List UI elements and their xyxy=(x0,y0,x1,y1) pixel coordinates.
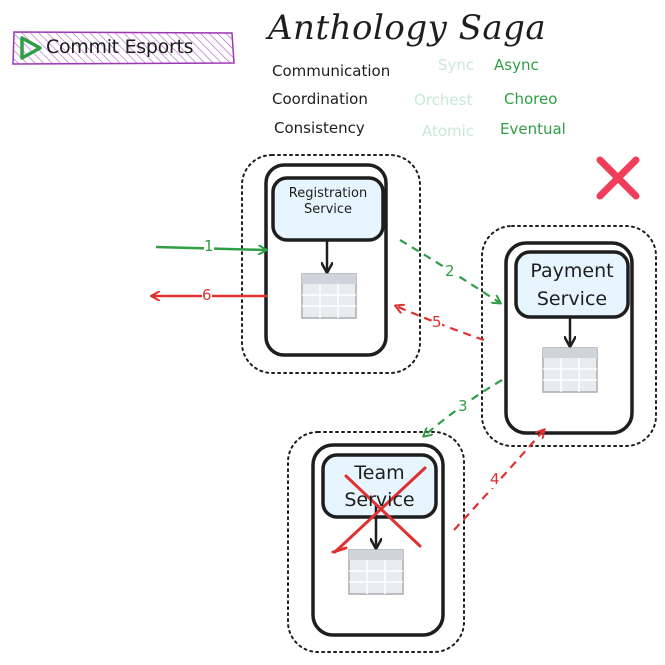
logo-text: Commit Esports xyxy=(46,36,194,58)
service-name-line2: Service xyxy=(303,202,353,218)
arrow-4-label: 4 xyxy=(490,470,500,488)
service-name-line1: Team xyxy=(354,462,405,484)
legend-option-orchest: Orchest xyxy=(414,91,473,109)
database-table-icon xyxy=(542,347,598,393)
legend-option-sync: Sync xyxy=(438,56,475,74)
legend-label: Communication xyxy=(272,62,391,80)
payment-service-label: Payment Service xyxy=(516,258,628,313)
database-table-icon xyxy=(301,273,357,319)
legend-option-atomic: Atomic xyxy=(422,122,475,140)
play-triangle-icon xyxy=(20,36,42,60)
legend-option-eventual: Eventual xyxy=(500,120,566,138)
arrow-6-label: 6 xyxy=(202,286,212,304)
legend-option-async: Async xyxy=(494,56,539,74)
team-service-label: Team Service xyxy=(323,460,436,513)
arrow-1-label: 1 xyxy=(204,237,214,255)
service-name-line2: Service xyxy=(536,287,608,310)
service-name-line2: Service xyxy=(344,488,415,511)
legend-label: Consistency xyxy=(274,119,365,137)
service-name-line1: Registration xyxy=(288,186,368,201)
logo-background xyxy=(12,31,235,65)
arrow-3-label: 3 xyxy=(458,397,468,415)
failure-cross-icon xyxy=(331,466,427,554)
x-mark-icon xyxy=(596,156,640,200)
arrow-2-label: 2 xyxy=(445,262,455,280)
arrow-5-label: 5 xyxy=(432,313,442,331)
registration-service-label: Registration Service xyxy=(273,186,383,219)
payment-service-group xyxy=(481,225,657,447)
diagram-title: Anthology Saga xyxy=(268,8,547,48)
service-name-line1: Payment xyxy=(530,260,614,282)
registration-service-group xyxy=(241,154,421,374)
team-service-group xyxy=(287,431,465,653)
database-table-icon xyxy=(348,549,404,595)
legend-label: Coordination xyxy=(272,90,368,108)
arrow-4 xyxy=(453,430,544,531)
logo: Commit Esports xyxy=(10,30,236,66)
legend-option-choreo: Choreo xyxy=(504,90,558,108)
